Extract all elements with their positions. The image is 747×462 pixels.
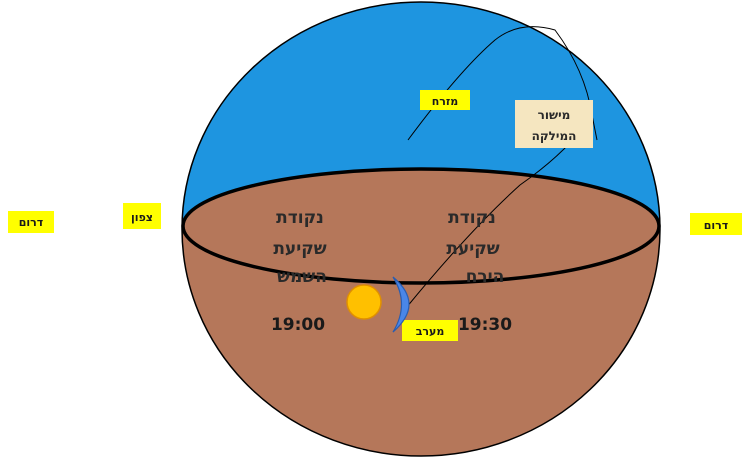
sphere xyxy=(180,0,670,457)
label-west: מערב xyxy=(416,325,445,338)
moonset-line3: הירח xyxy=(466,267,505,287)
label-south-left: דרום xyxy=(19,216,44,229)
ecliptic-plane-line1: מישור xyxy=(538,108,571,122)
sunset-time: 19:00 xyxy=(271,315,325,335)
ecliptic-plane-line2: המילקה xyxy=(532,129,577,143)
label-east: מזרח xyxy=(432,95,459,108)
label-south-right: דרום xyxy=(704,219,729,232)
sunset-line1: נקודת xyxy=(276,208,324,228)
moonset-line1: נקודת xyxy=(448,208,496,228)
sun-icon xyxy=(347,285,381,319)
sunset-line2: שקיעת xyxy=(273,239,326,259)
sunset-line3: השמש xyxy=(277,267,327,287)
moonset-line2: שקיעת xyxy=(446,239,499,259)
label-north: צפון xyxy=(131,211,153,224)
moonset-time: 19:30 xyxy=(458,315,512,335)
